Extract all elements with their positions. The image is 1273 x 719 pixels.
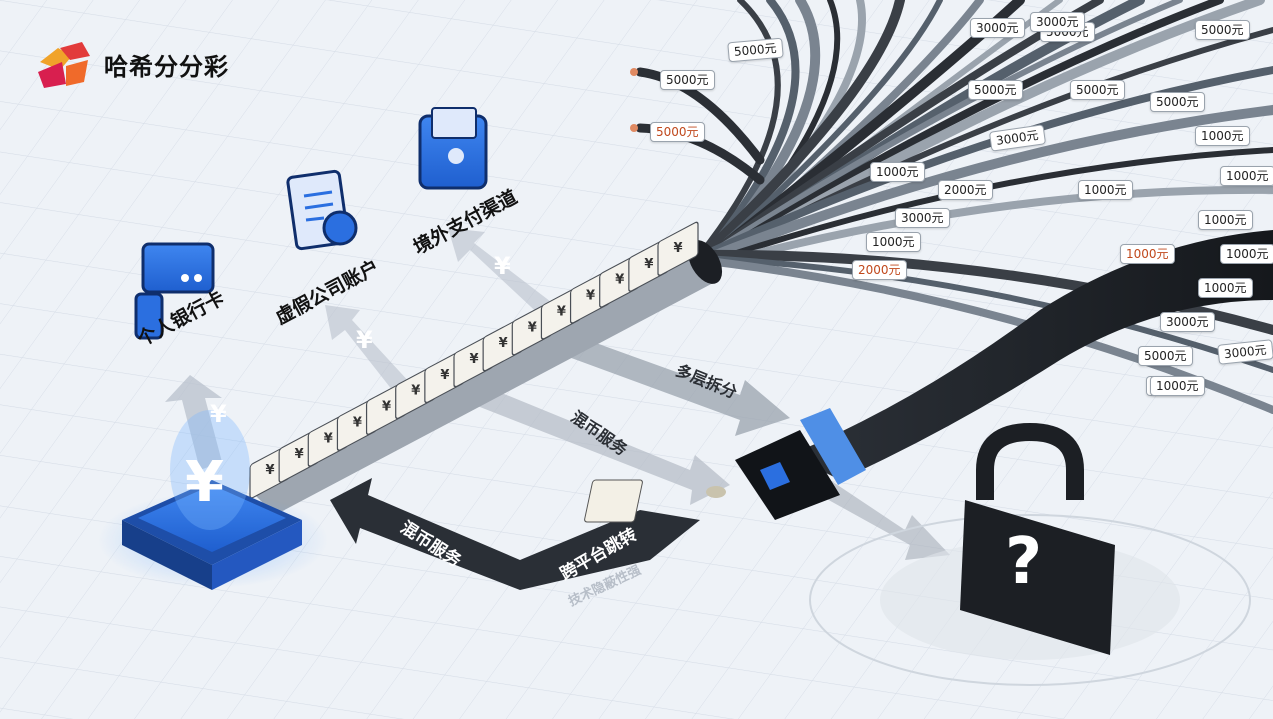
amount-tag: 1000元: [1150, 376, 1205, 396]
padlock-question-icon: [809, 422, 1251, 686]
wire: [695, 249, 1273, 335]
split-arrow: [555, 330, 790, 436]
main-cable: [790, 230, 1273, 480]
bill-yen-mark: ¥: [265, 463, 274, 478]
amount-tag: 1000元: [1120, 244, 1175, 264]
amount-tag: 2000元: [852, 260, 907, 280]
wallet-icon: [418, 107, 488, 190]
amount-tag: 1000元: [1078, 180, 1133, 200]
wire: [708, 0, 1224, 262]
wire: [701, 255, 1273, 373]
hash-logo-icon: [38, 42, 90, 88]
amount-tag: 5000元: [1070, 80, 1125, 100]
wire: [709, 147, 1273, 264]
amount-tag: 5000元: [968, 80, 1023, 100]
bill-yen-mark: ¥: [557, 304, 566, 319]
wire: [700, 0, 800, 262]
amount-tag: 1000元: [1195, 126, 1250, 146]
amount-tag: 5000元: [1195, 20, 1250, 40]
amount-tag: 1000元: [1220, 244, 1273, 264]
amount-tag: 5000元: [1150, 92, 1205, 112]
return-arrow: [330, 478, 700, 590]
bill-yen-mark: ¥: [382, 400, 391, 415]
wire-bundle: [695, 0, 1273, 414]
lock-arrow: [825, 480, 950, 560]
bill-yen-mark: ¥: [499, 336, 508, 351]
invoice-document-icon: [286, 169, 358, 251]
bill-stack: [657, 221, 699, 276]
cash-stack: [584, 479, 726, 523]
wire: [697, 0, 781, 258]
yen-platform: [98, 410, 328, 590]
bill-yen-mark: ¥: [673, 241, 682, 256]
amount-tag: 1000元: [1198, 210, 1253, 230]
bill-stacks: ¥ ¥ ¥ ¥ ¥ ¥ ¥ ¥ ¥ ¥ ¥ ¥ ¥ ¥ ¥: [249, 221, 699, 499]
amount-tag: 5000元: [650, 122, 705, 142]
yen-symbol: ¥: [356, 326, 373, 354]
bill-yen-mark: ¥: [644, 257, 653, 272]
logo-spacer: [36, 40, 94, 88]
bill-yen-mark: ¥: [353, 415, 362, 430]
bill-yen-mark: ¥: [295, 447, 304, 462]
yen-symbol: ¥: [210, 400, 227, 428]
channel-arrows: [165, 228, 555, 470]
bill-yen-mark: ¥: [615, 273, 624, 288]
lock-question-mark: ?: [1005, 525, 1043, 599]
amount-tag: 2000元: [938, 180, 993, 200]
wire: [695, 0, 905, 263]
amount-tag: 3000元: [1160, 312, 1215, 332]
wire: [703, 105, 1273, 263]
wire: [712, 185, 1273, 268]
amount-tag: 3000元: [895, 208, 950, 228]
amount-tag: 3000元: [1030, 12, 1085, 32]
bill-yen-mark: ¥: [469, 352, 478, 367]
amount-tag: 1000元: [1220, 166, 1273, 186]
bank-card-icon: [134, 242, 215, 340]
bill-yen-mark: ¥: [324, 431, 333, 446]
amount-tag: 1000元: [870, 162, 925, 182]
wire-tip: [630, 68, 638, 76]
amount-tag: 5000元: [1138, 346, 1193, 366]
bill-yen-mark: ¥: [411, 384, 420, 399]
wire-tip: [630, 124, 638, 132]
amount-tag: 5000元: [660, 70, 715, 90]
brand: 哈希分分彩: [36, 40, 229, 88]
yen-symbol: ¥: [494, 252, 511, 280]
cable-connector: [735, 408, 866, 520]
brand-name: 哈希分分彩: [104, 52, 229, 81]
amount-tag: 1000元: [1198, 278, 1253, 298]
yen-platform-symbol: ¥: [185, 450, 224, 515]
wire: [705, 0, 1183, 258]
bill-yen-mark: ¥: [528, 320, 537, 335]
bill-yen-mark: ¥: [440, 368, 449, 383]
amount-tag: 3000元: [970, 18, 1025, 38]
mix-arrow-upper: [462, 380, 730, 505]
bill-yen-mark: ¥: [586, 289, 595, 304]
amount-tag: 1000元: [866, 232, 921, 252]
